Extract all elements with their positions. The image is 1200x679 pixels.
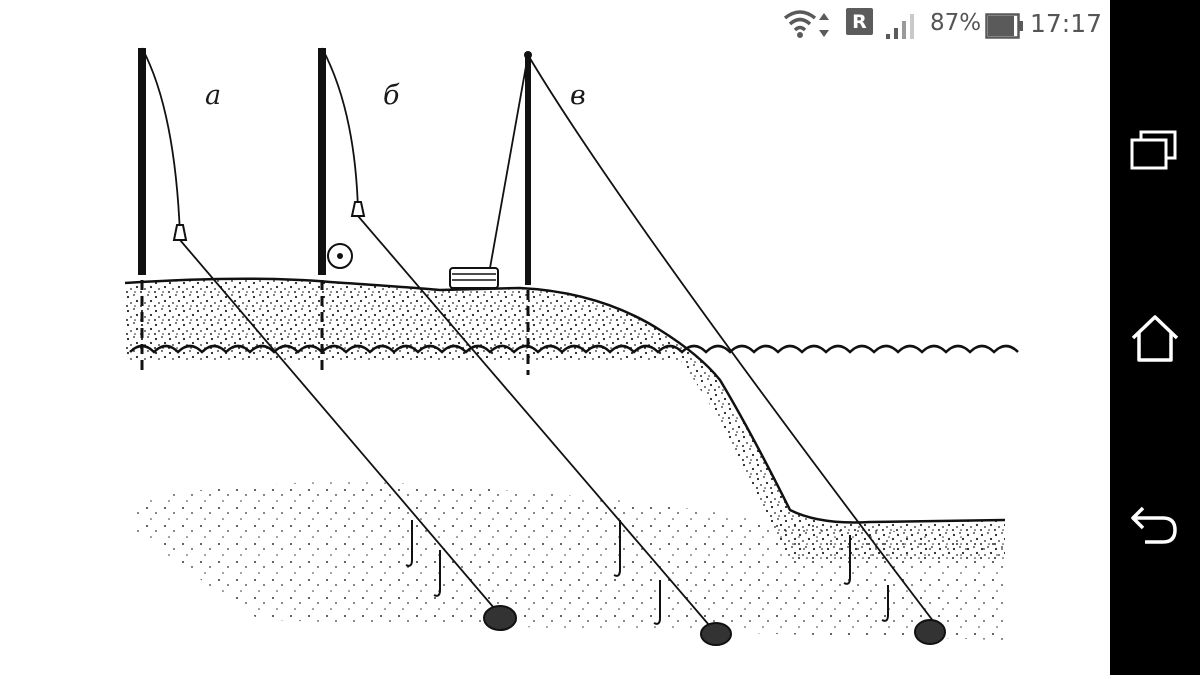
lake-bottom	[135, 482, 1005, 640]
hook-icon	[843, 535, 851, 585]
hook-icon	[613, 520, 621, 577]
rig-c	[449, 51, 946, 645]
back-icon	[1131, 506, 1177, 544]
navigation-bar	[1110, 0, 1200, 675]
spool-icon	[449, 267, 499, 289]
hook-icon	[881, 585, 889, 622]
back-button[interactable]	[1110, 484, 1200, 564]
recent-apps-button[interactable]	[1110, 110, 1200, 190]
label-b: б	[383, 80, 400, 111]
roaming-icon: R	[846, 8, 873, 35]
sinker-weight	[914, 619, 946, 645]
sinker-weight	[700, 622, 732, 646]
bell-icon	[172, 224, 188, 241]
hook-icon	[433, 550, 441, 597]
clock-time: 17:17	[1030, 8, 1103, 38]
battery-percent: 87%	[930, 10, 982, 36]
wifi-icon	[783, 7, 841, 41]
water-surface	[129, 344, 1019, 354]
shore-bank	[125, 278, 1005, 560]
label-a: а	[205, 80, 221, 111]
hook-icon	[405, 520, 413, 567]
shore-outline	[124, 277, 1006, 524]
bell-icon	[350, 201, 366, 217]
image-viewer[interactable]: а б в	[0, 0, 1110, 675]
home-icon	[1131, 315, 1179, 362]
home-button[interactable]	[1110, 298, 1200, 378]
recent-apps-icon	[1130, 130, 1177, 170]
battery-icon	[985, 9, 1025, 43]
rig-a	[138, 47, 517, 631]
label-c: в	[570, 80, 586, 111]
rig-b	[318, 47, 732, 646]
hook-icon	[653, 580, 661, 625]
fishing-rigs-illustration: а б в	[124, 47, 1019, 646]
signal-icon	[884, 9, 920, 43]
sinker-weight	[483, 605, 517, 631]
status-bar: R 87% 17:17	[0, 0, 1110, 46]
